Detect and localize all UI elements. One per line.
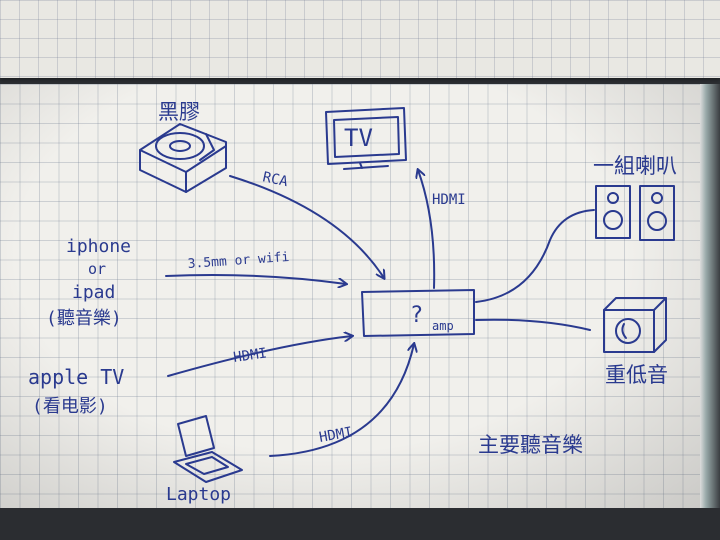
tv-label: TV (344, 124, 373, 152)
main-purpose-note: 主要聽音樂 (478, 433, 583, 457)
phone-arrow (165, 274, 346, 284)
speaker-cable (475, 209, 595, 303)
subwoofer-icon (603, 297, 667, 353)
hdmi-appletv-label: HDMI (232, 345, 268, 366)
subwoofer-cable (475, 318, 591, 331)
page-shading (0, 84, 712, 508)
table-surface (0, 508, 720, 540)
turntable-label: 黑膠 (158, 100, 200, 124)
laptop-icon (173, 415, 243, 483)
notebook-page-top (0, 0, 720, 78)
hdmi-appletv-arrow (167, 336, 352, 377)
tv-icon (325, 107, 407, 170)
notebook-page (0, 84, 712, 508)
subwoofer-label: 重低音 (605, 363, 668, 387)
appletv-label: apple TV (28, 365, 124, 389)
amp-box (361, 289, 475, 337)
turntable-icon (139, 123, 227, 193)
phone-label: 3.5mm or wifi (187, 250, 290, 272)
laptop-label: Laptop (166, 484, 231, 505)
rca-label: RCA (261, 169, 290, 190)
notebook-edge (700, 84, 720, 508)
rca-arrow (229, 175, 384, 278)
watch-movie-label: (看电影) (32, 396, 108, 417)
or-label: or (88, 260, 106, 278)
hdmi-tv-arrow (418, 170, 436, 289)
amp-question: ? (410, 303, 423, 328)
speakers-icon (595, 185, 675, 241)
speakers-label: 一組喇叭 (593, 154, 677, 178)
listen-music-label: (聽音樂) (46, 308, 122, 329)
amp-label: amp (432, 319, 454, 333)
hdmi-laptop-label: HDMI (318, 424, 354, 446)
hdmi-tv-label: HDMI (432, 192, 466, 208)
iphone-label: iphone (66, 236, 131, 257)
ipad-label: ipad (72, 282, 115, 303)
hdmi-laptop-arrow (269, 344, 414, 457)
